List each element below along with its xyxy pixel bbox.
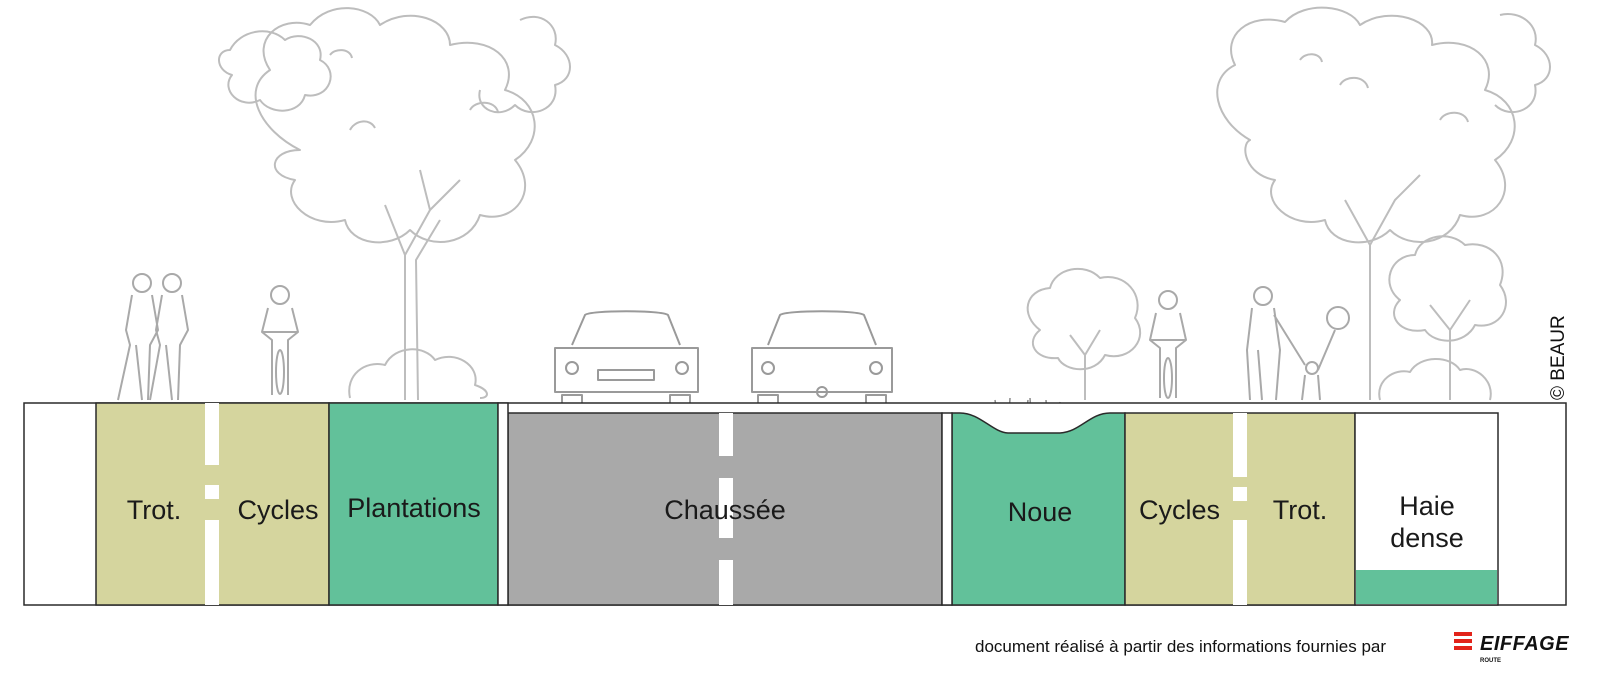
cyclist-right-sketch xyxy=(1149,290,1187,399)
label-noue: Noue xyxy=(1007,496,1073,527)
shrub-right-sketch xyxy=(1378,358,1492,401)
label-plantations: Plantations xyxy=(347,492,481,523)
tree-noue-sketch xyxy=(1026,268,1142,400)
eiffage-logo-sub: ROUTE xyxy=(1480,658,1501,664)
segment-noue xyxy=(951,412,1126,606)
car-right-sketch xyxy=(751,310,893,406)
child-with-balloon-sketch xyxy=(1246,286,1350,401)
eiffage-logo-name: EIFFAGE xyxy=(1480,633,1570,655)
eiffage-logo-icon xyxy=(1454,632,1472,650)
label-trot-right: Trot. xyxy=(1272,494,1328,525)
curb-left xyxy=(497,402,509,606)
label-cycles-left: Cycles xyxy=(237,494,319,525)
copyright-text: © BEAUR xyxy=(1548,315,1569,400)
tree-small-right-sketch xyxy=(1388,235,1507,400)
tree-left-sketch xyxy=(218,7,571,401)
label-chaussee: Chaussée xyxy=(664,494,786,525)
lane-markings xyxy=(205,403,1247,605)
label-haie-line2: dense xyxy=(1390,523,1464,553)
label-haie-dense: Haie dense xyxy=(1357,482,1497,562)
cyclist-left-sketch xyxy=(261,285,299,395)
car-left-sketch xyxy=(554,310,699,406)
haie-planting-strip xyxy=(1356,570,1497,604)
credit-text: document réalisé à partir des informatio… xyxy=(975,637,1387,656)
curb-right xyxy=(941,412,953,606)
label-trot-left: Trot. xyxy=(126,494,182,525)
shrub-left-sketch xyxy=(348,348,488,399)
segment-plantations xyxy=(328,402,499,606)
label-haie-line1: Haie xyxy=(1399,490,1455,521)
pedestrians-sketch xyxy=(117,273,189,401)
label-cycles-right: Cycles xyxy=(1138,494,1220,525)
tree-right-sketch xyxy=(1216,6,1551,400)
